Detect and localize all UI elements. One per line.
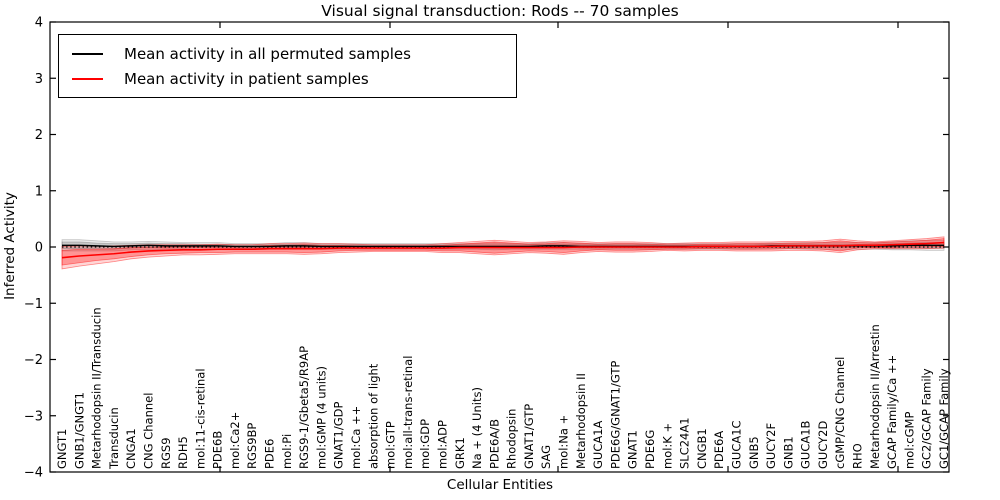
y-tick-label: 2 — [35, 128, 43, 143]
entity-tick-label: mol:all-trans-retinal — [401, 356, 415, 469]
entity-tick-label: mol:GMP (4 units) — [314, 366, 328, 469]
entity-tick-label: GC2/GCAP Family — [920, 368, 934, 469]
legend-label-permuted: Mean activity in all permuted samples — [124, 44, 411, 63]
entity-tick-label: mol:K + — [660, 423, 674, 469]
y-tick-label: −4 — [24, 466, 43, 481]
entity-tick-label: mol:11-cis-retinal — [193, 368, 207, 469]
entity-tick-label: RGS9 — [159, 437, 173, 469]
entity-tick-label: PDE6 — [263, 439, 277, 469]
entity-tick-label: Metarhodopsin II/Transducin — [90, 307, 104, 469]
entity-tick-label: Transducin — [107, 407, 121, 470]
entity-tick-label: GCAP Family/Ca ++ — [885, 355, 899, 469]
entity-tick-label: GNAT1/GDP — [332, 402, 346, 469]
entity-tick-label: GUCA1A — [591, 420, 605, 469]
entity-tick-label: Rhodopsin — [505, 409, 519, 469]
legend-line-sample-permuted — [72, 52, 103, 55]
entity-tick-label: RGS9-1/Gbeta5/R9AP — [297, 346, 311, 469]
x-axis-label: Cellular Entities — [446, 477, 554, 493]
entity-tick-label: GRK1 — [453, 437, 467, 469]
entity-tick-label: mol:Ca ++ — [349, 406, 363, 469]
entity-tick-label: GUCA1C — [729, 420, 743, 469]
entity-tick-label: absorption of light — [366, 363, 380, 469]
entity-tick-label: mol:Pi — [280, 434, 294, 469]
entity-tick-label: mol:Na + — [557, 415, 571, 469]
legend-line-sample-patient — [72, 77, 103, 80]
entity-tick-label: mol:cGMP — [902, 412, 916, 469]
mean-line-patient — [61, 241, 945, 259]
y-tick-label: 1 — [35, 184, 43, 199]
entity-tick-label: Metarhodopsin II — [574, 373, 588, 469]
y-tick-label: −3 — [24, 409, 43, 424]
entity-tick-label: CNG Channel — [141, 393, 155, 469]
entity-tick-label: mol:ADP — [435, 420, 449, 469]
entity-tick-label: cGMP/CNG Channel — [833, 357, 847, 469]
entity-tick-label: RDH5 — [176, 436, 190, 469]
entity-tick-label: CNGB1 — [695, 428, 709, 469]
legend-label-patient: Mean activity in patient samples — [124, 69, 369, 88]
entity-tick-label: GNB1 — [781, 436, 795, 469]
entity-tick-label: RHO — [851, 443, 865, 469]
entity-tick-label: RGS9BP — [245, 423, 259, 469]
y-tick-label: 3 — [35, 72, 43, 87]
legend-entry-patient: Mean activity in patient samples — [59, 70, 516, 88]
entity-tick-label: mol:Ca2+ — [228, 412, 242, 469]
y-tick-label: 4 — [35, 16, 43, 31]
chart-title: Visual signal transduction: Rods -- 70 s… — [321, 2, 679, 20]
entity-tick-label: SLC24A1 — [678, 417, 692, 469]
entity-tick-label: mol:GDP — [418, 419, 432, 469]
legend-entry-permuted: Mean activity in all permuted samples — [59, 45, 516, 63]
entity-tick-label: GC1/GCAP Family — [937, 368, 951, 469]
confidence-band-outer-patient — [61, 236, 945, 270]
entity-tick-label: Na + (4 Units) — [470, 387, 484, 469]
y-tick-label: 0 — [35, 241, 43, 256]
y-tick-label: −1 — [24, 297, 43, 312]
y-tick-label: −2 — [24, 353, 43, 368]
entity-tick-label: GUCY2F — [764, 423, 778, 469]
entity-tick-label: mol:GTP — [384, 421, 398, 469]
entity-tick-label: PDE6B — [211, 431, 225, 469]
y-axis-label: Inferred Activity — [2, 192, 18, 300]
entity-tick-label: PDE6A/B — [487, 419, 501, 469]
entity-tick-label: GNAT1/GTP — [522, 404, 536, 469]
entity-tick-label: PDE6G — [643, 430, 657, 469]
entity-tick-label: GNB5 — [747, 436, 761, 469]
entity-tick-label: GNAT1 — [626, 430, 640, 469]
entity-tick-label: GUCA1B — [799, 420, 813, 469]
entity-tick-label: Metarhodopsin II/Arrestin — [868, 324, 882, 469]
entity-tick-label: PDE6G/GNAT1/GTP — [608, 361, 622, 469]
entity-tick-label: GNGT1 — [55, 429, 69, 469]
legend: Mean activity in all permuted samples Me… — [58, 34, 517, 98]
entity-tick-label: GUCY2D — [816, 421, 830, 469]
entity-tick-label: CNGA1 — [124, 428, 138, 469]
entity-tick-label: GNB1/GNGT1 — [72, 392, 86, 469]
entity-tick-label: PDE6A — [712, 431, 726, 469]
entity-tick-label: SAG — [539, 445, 553, 469]
